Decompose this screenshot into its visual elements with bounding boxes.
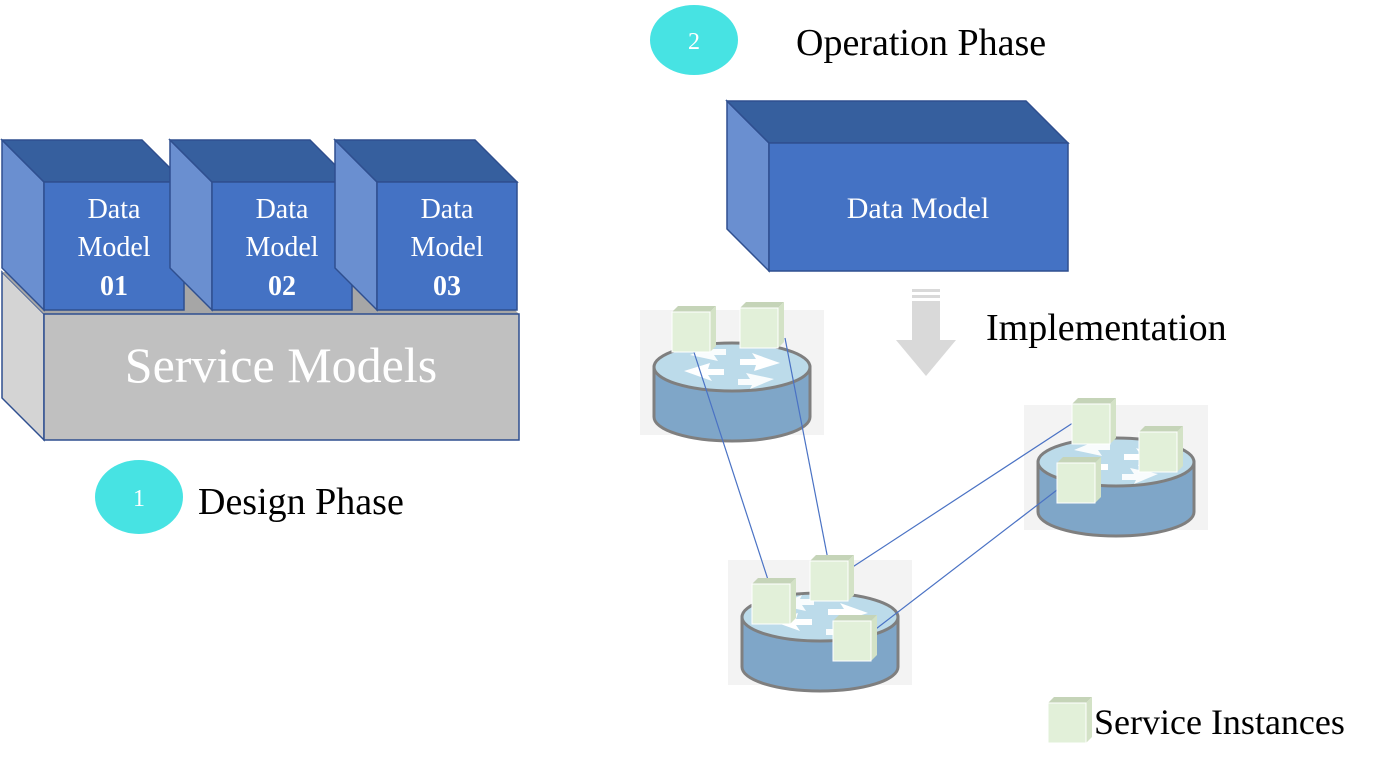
service-instance-cube-icon — [751, 577, 797, 625]
service-instance-cube-icon — [671, 305, 717, 353]
service-instance-cube-icon — [739, 301, 785, 349]
data-model-box-03: Data Model 03 — [333, 138, 519, 312]
service-instance-cube-icon — [1071, 397, 1117, 445]
operation-data-model-label: Data Model — [847, 192, 989, 225]
data-model-02-line2: Model — [245, 232, 318, 263]
design-phase-label: Design Phase — [198, 481, 404, 523]
operation-phase-badge: 2 — [650, 5, 738, 75]
operation-phase-label: Operation Phase — [796, 22, 1046, 64]
router-top-left-icon — [638, 308, 826, 443]
data-model-box-02: Data Model 02 — [168, 138, 354, 312]
service-instance-cube-icon — [1056, 456, 1102, 504]
service-models-label: Service Models — [125, 337, 437, 393]
legend-service-instance-icon — [1047, 696, 1093, 744]
data-model-01-line2: Model — [77, 232, 150, 263]
operation-data-model-box: Data Model — [725, 99, 1070, 273]
data-model-01-line1: Data — [88, 194, 141, 225]
implementation-label: Implementation — [986, 307, 1227, 349]
design-phase-badge: 1 — [95, 460, 183, 534]
implementation-arrow-icon — [896, 289, 956, 376]
data-model-03-number: 03 — [433, 271, 461, 302]
data-model-03-line2: Model — [410, 232, 483, 263]
data-model-03-line1: Data — [421, 194, 474, 225]
data-model-01-number: 01 — [100, 271, 128, 302]
service-instance-cube-icon — [809, 554, 855, 602]
design-phase-number: 1 — [133, 486, 145, 512]
service-instance-cube-icon — [1138, 425, 1184, 473]
data-model-02-line1: Data — [256, 194, 309, 225]
data-model-box-01: Data Model 01 — [0, 138, 186, 312]
data-model-02-number: 02 — [268, 271, 296, 302]
operation-phase-number: 2 — [688, 29, 700, 55]
service-instance-cube-icon — [832, 614, 878, 662]
service-links — [689, 337, 1086, 636]
legend-service-instances-label: Service Instances — [1094, 702, 1345, 742]
